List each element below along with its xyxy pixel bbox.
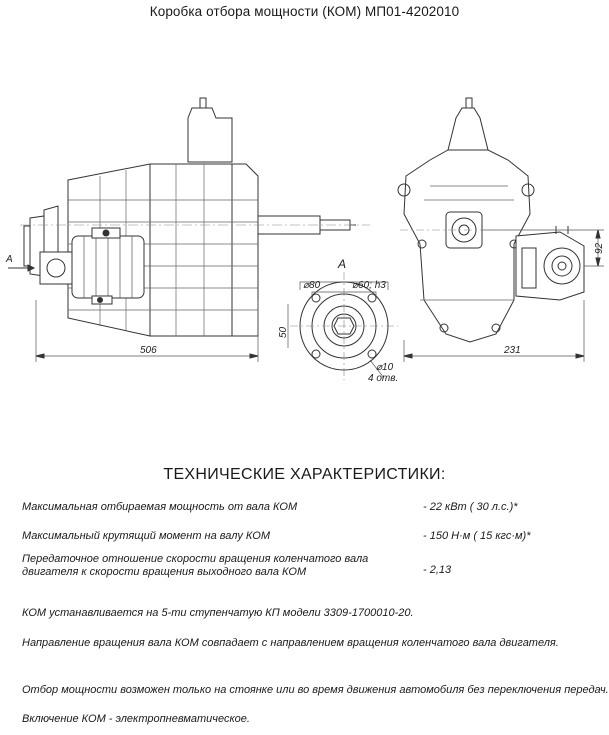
dim-92-label: 92 — [594, 242, 605, 254]
dim-d60-label: ⌀60; h3 — [352, 280, 386, 291]
specs-heading: ТЕХНИЧЕСКИЕ ХАРАКТЕРИСТИКИ: — [163, 466, 446, 483]
spec-power-value: - 22 кВт ( 30 л.с.)* — [423, 501, 518, 513]
dim-231-label: 231 — [503, 345, 521, 356]
view-a-label: A — [337, 257, 346, 271]
document-title: Коробка отбора мощности (КОМ) МП01-42020… — [149, 4, 460, 19]
note-rotation-direction: Направление вращения вала КОМ совпадает … — [22, 637, 559, 649]
technical-drawing: A 506 A ⌀80 ⌀60; h3 50 ⌀10 4 отв. — [5, 97, 605, 384]
spec-torque-label: Максимальный крутящий момент на валу КОМ — [22, 530, 270, 542]
gearbox-front-view — [397, 97, 604, 362]
note-operation-condition: Отбор мощности возможен только на стоянк… — [22, 684, 609, 696]
note-engagement-type: Включение КОМ - электропневматическое. — [22, 713, 250, 725]
dim-holes-label: 4 отв. — [368, 373, 398, 384]
arrow-a-label: A — [5, 254, 13, 265]
dim-length-label: 506 — [140, 345, 157, 356]
spec-torque-value: - 150 Н·м ( 15 кгс·м)* — [423, 530, 531, 542]
spec-ratio-value: - 2,13 — [423, 564, 452, 576]
dim-d10-label: ⌀10 — [376, 362, 394, 373]
spec-ratio-label-line1: Передаточное отношение скорости вращения… — [22, 553, 369, 565]
dim-d80-label: ⌀80 — [303, 280, 321, 291]
spec-power-label: Максимальная отбираемая мощность от вала… — [22, 501, 298, 513]
note-gearbox-model: КОМ устанавливается на 5-ти ступенчатую … — [22, 607, 414, 619]
view-a-flange — [287, 272, 398, 380]
spec-ratio-label-line2: двигателя к скорости вращения выходного … — [22, 566, 307, 578]
dim-50-label: 50 — [278, 326, 289, 338]
gearbox-side-view — [8, 97, 370, 362]
